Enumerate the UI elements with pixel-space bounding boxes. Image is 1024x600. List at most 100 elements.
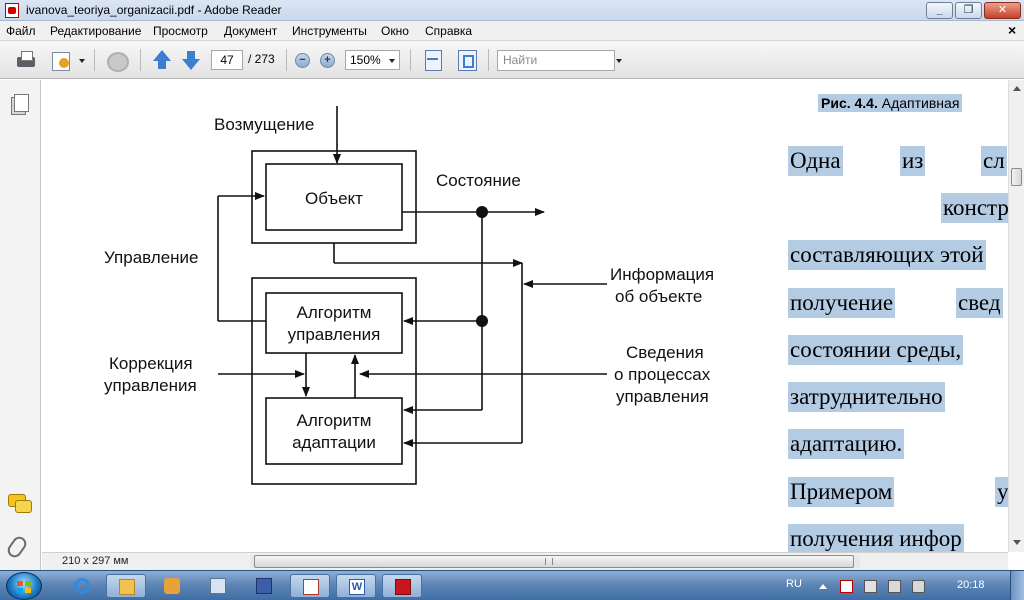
windows-taskbar: W RU 20:18	[0, 570, 1024, 600]
vertical-scrollbar[interactable]	[1008, 80, 1024, 552]
menu-window[interactable]: Окно	[381, 24, 409, 38]
toolbar-separator	[94, 49, 95, 71]
figure-number: Рис. 4.4.	[821, 95, 878, 111]
text-line: состоянии среды,	[788, 335, 964, 365]
copy-app-icon	[210, 578, 226, 594]
text-line: получения инфор	[788, 524, 964, 552]
fit-page-icon[interactable]	[455, 48, 479, 72]
menu-edit[interactable]: Редактирование	[50, 24, 142, 38]
text-word: констр	[941, 193, 1008, 223]
print-icon[interactable]	[14, 48, 38, 72]
navigation-pane	[0, 80, 41, 570]
share-icon[interactable]	[50, 48, 74, 72]
adobe-reader-icon	[5, 3, 19, 18]
menu-tools[interactable]: Инструменты	[292, 24, 367, 38]
text-line: затруднительно	[788, 382, 945, 412]
presentation-app-icon	[303, 579, 319, 595]
taskbar-presentation-app[interactable]	[290, 574, 330, 598]
toolbar-separator	[410, 49, 411, 71]
window-title-bar: ivanova_teoriya_organizacii.pdf - Adobe …	[0, 0, 1024, 21]
state-junction	[476, 206, 488, 218]
menu-document[interactable]: Документ	[224, 24, 278, 38]
text-line: адаптацию.	[788, 429, 905, 459]
horizontal-scroll-thumb[interactable]	[254, 555, 854, 568]
previous-page-icon[interactable]	[150, 48, 174, 72]
text-word: Примером	[788, 477, 895, 507]
text-word: получение	[788, 288, 896, 318]
text-word: сл	[981, 146, 1007, 176]
word-icon: W	[349, 579, 365, 595]
controller-outer-box	[251, 277, 417, 485]
taskbar-explorer[interactable]	[106, 574, 146, 598]
find-dropdown-icon[interactable]	[616, 59, 622, 63]
internet-explorer-icon	[74, 578, 90, 594]
find-input[interactable]: Найти	[497, 50, 615, 71]
vertical-scroll-thumb[interactable]	[1011, 168, 1022, 186]
pages-panel-icon[interactable]	[11, 94, 29, 115]
zoom-out-icon[interactable]: −	[295, 53, 310, 68]
zoom-in-icon[interactable]: +	[320, 53, 335, 68]
object-inner-box	[265, 163, 403, 231]
device-icon[interactable]	[864, 580, 877, 593]
taskbar-media-player[interactable]	[152, 574, 192, 598]
scroll-up-icon[interactable]	[1013, 86, 1021, 91]
text-word: Одна	[788, 146, 843, 176]
share-dropdown-icon[interactable]	[79, 59, 85, 63]
text-line: составляющих этой	[788, 240, 986, 270]
taskbar-copy-app[interactable]	[198, 574, 238, 598]
menu-view[interactable]: Просмотр	[153, 24, 208, 38]
label-disturbance: Возмущение	[214, 115, 314, 134]
label-correction-1: Коррекция	[109, 354, 193, 373]
status-bar: 210 x 297 мм	[42, 552, 1008, 570]
scroll-down-icon[interactable]	[1013, 540, 1021, 545]
label-process-info-2: о процессах	[614, 365, 711, 384]
window-title: ivanova_teoriya_organizacii.pdf - Adobe …	[26, 3, 282, 17]
fit-width-icon[interactable]	[421, 48, 445, 72]
minimize-button[interactable]: _	[926, 2, 953, 19]
volume-icon[interactable]	[912, 580, 925, 593]
horizontal-scrollbar[interactable]	[250, 555, 860, 568]
feedback-junction	[476, 315, 488, 327]
network-icon[interactable]	[888, 580, 901, 593]
start-button[interactable]	[6, 572, 42, 600]
label-process-info-3: управления	[616, 387, 709, 406]
scroll-grip-icon	[545, 558, 553, 565]
attachments-panel-icon[interactable]	[4, 533, 30, 561]
collaborate-icon	[104, 48, 129, 72]
action-center-flag-icon[interactable]	[840, 580, 853, 593]
show-hidden-icons-icon[interactable]	[819, 584, 827, 589]
toolbar-separator	[488, 49, 489, 71]
language-indicator[interactable]: RU	[786, 578, 802, 590]
taskbar-internet-explorer[interactable]	[62, 574, 102, 598]
close-button[interactable]: ✕	[984, 2, 1021, 19]
page-total: / 273	[248, 52, 275, 66]
toolbar	[0, 41, 1024, 79]
next-page-icon[interactable]	[179, 48, 203, 72]
page-number-input[interactable]: 47	[211, 50, 243, 70]
adapt-algo-box	[265, 397, 403, 465]
document-view[interactable]: Возмущение Объект Состояние Управление И…	[42, 80, 1008, 552]
toolbar-separator	[140, 49, 141, 71]
folder-icon	[119, 579, 135, 595]
zoom-select[interactable]: 150%	[345, 50, 400, 70]
adobe-reader-icon	[395, 579, 411, 595]
taskbar-adobe-reader[interactable]	[382, 574, 422, 598]
media-player-icon	[164, 578, 180, 594]
label-object-info-2: об объекте	[615, 287, 702, 306]
comments-panel-icon[interactable]	[8, 494, 32, 513]
text-word: из	[900, 146, 926, 176]
close-document-icon[interactable]: ×	[1008, 22, 1017, 38]
taskbar-word[interactable]: W	[336, 574, 376, 598]
maximize-button[interactable]: ❐	[955, 2, 982, 19]
label-object-info-1: Информация	[610, 265, 714, 284]
label-adapt-algo-2: адаптации	[292, 433, 376, 452]
taskbar-save-app[interactable]	[244, 574, 284, 598]
label-control: Управление	[104, 248, 199, 267]
label-state: Состояние	[436, 171, 521, 190]
menu-file[interactable]: Файл	[6, 24, 36, 38]
page-size: 210 x 297 мм	[62, 555, 129, 567]
menu-help[interactable]: Справка	[425, 24, 473, 38]
label-process-info-1: Сведения	[626, 343, 704, 362]
clock[interactable]: 20:18	[957, 579, 985, 591]
show-desktop-button[interactable]	[1010, 571, 1024, 600]
